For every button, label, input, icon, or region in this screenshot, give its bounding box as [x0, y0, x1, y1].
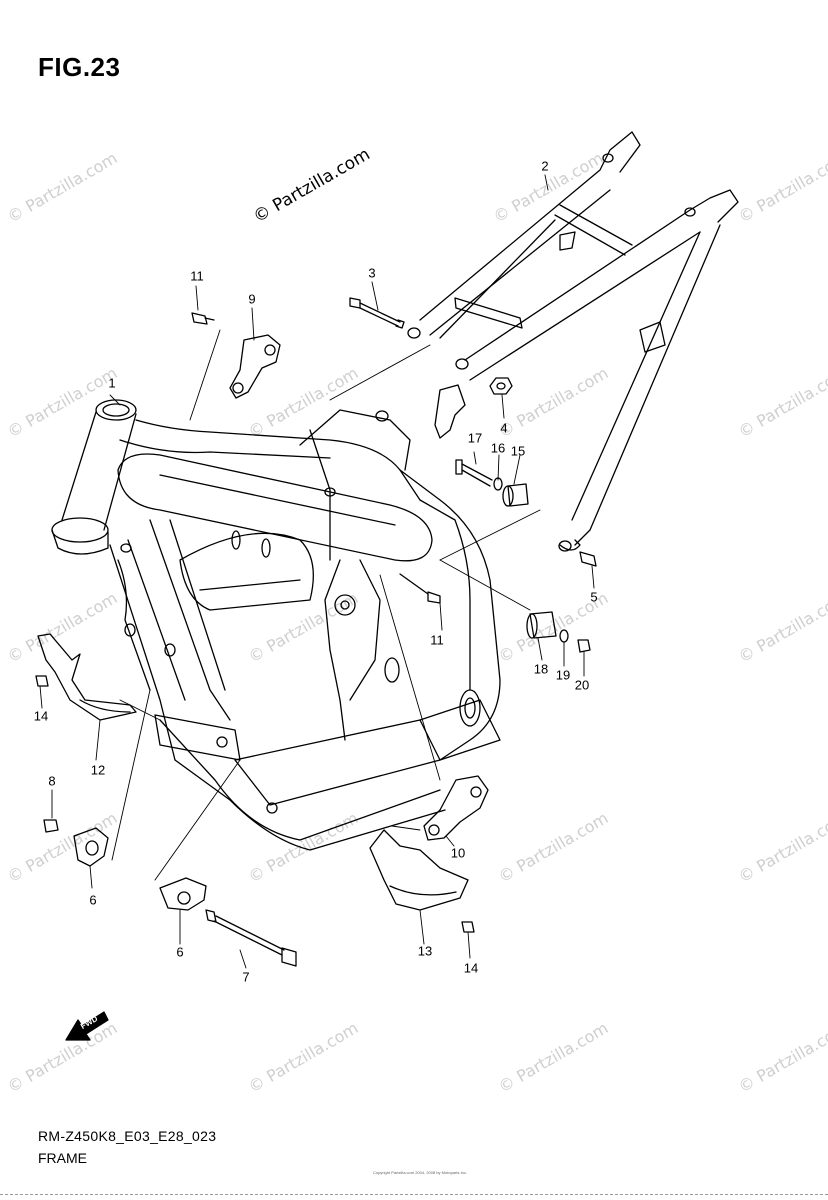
- part-label[interactable]: 10: [450, 845, 466, 861]
- engine-mount-part-6: [73, 827, 207, 911]
- part-label[interactable]: 3: [368, 265, 376, 281]
- part-label[interactable]: 2: [541, 158, 549, 174]
- part-label[interactable]: 11: [190, 268, 204, 284]
- bolt-part-14: [35, 675, 475, 933]
- part-label[interactable]: 11: [430, 632, 444, 648]
- part-label[interactable]: 16: [490, 440, 506, 456]
- part-label[interactable]: 15: [510, 443, 526, 459]
- part-label[interactable]: 5: [590, 589, 598, 605]
- guard-part-12: [37, 633, 137, 721]
- part-label[interactable]: 1: [108, 375, 116, 391]
- bolt-part-11: [191, 312, 441, 604]
- nut-part-4: [489, 377, 513, 395]
- part-label[interactable]: 19: [555, 667, 571, 683]
- part-label[interactable]: 13: [417, 943, 433, 959]
- diagram-name: FRAME: [38, 1150, 87, 1166]
- nut-part-8: [43, 819, 59, 833]
- part-label[interactable]: 7: [242, 969, 250, 985]
- copyright-notice: Copyright Partzilla.com 2004, 2008 by Mo…: [372, 1170, 468, 1175]
- bottom-divider: [0, 1194, 828, 1195]
- part-label[interactable]: 18: [533, 661, 549, 677]
- bolt-part-3: [349, 297, 405, 329]
- part-label[interactable]: 14: [33, 708, 49, 724]
- part-label[interactable]: 6: [89, 892, 97, 908]
- collar-parts-15-17: [455, 459, 529, 507]
- fwd-arrow-icon: [65, 1011, 109, 1041]
- part-label[interactable]: 6: [176, 944, 184, 960]
- part-label[interactable]: 12: [90, 762, 106, 778]
- bracket-part-9: [229, 334, 281, 399]
- bolt-part-7: [205, 909, 297, 967]
- part-label[interactable]: 4: [500, 420, 508, 436]
- part-label[interactable]: 14: [463, 960, 479, 976]
- guard-part-13: [369, 829, 469, 911]
- part-label[interactable]: 17: [467, 430, 483, 446]
- part-label[interactable]: 9: [248, 291, 256, 307]
- figure-title: FIG.23: [38, 52, 121, 82]
- leader-lines: [39, 174, 595, 969]
- diagram-code: RM-Z450K8_E03_E28_023: [38, 1128, 217, 1144]
- bracket-part-10: [423, 775, 489, 841]
- bolt-part-5: [579, 551, 597, 567]
- part-label[interactable]: 20: [574, 677, 590, 693]
- main-frame: [51, 399, 501, 851]
- collar-parts-18-20: [526, 611, 591, 653]
- sub-frame: [407, 131, 739, 552]
- part-label[interactable]: 8: [48, 773, 56, 789]
